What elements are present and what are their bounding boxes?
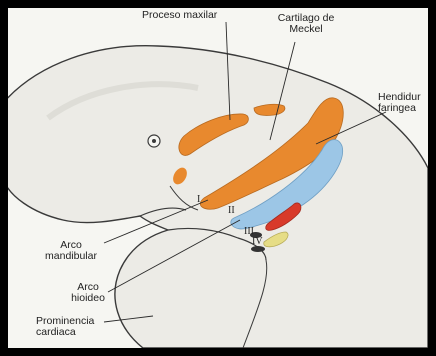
embryo-illustration: I II III IV Proceso maxilar Cartilago de… xyxy=(8,8,428,348)
label-cartilago-line2: Meckel xyxy=(266,24,346,35)
arch-numeral-iv: IV xyxy=(252,236,263,247)
label-cartilago-meckel: Cartilago de Meckel xyxy=(266,13,346,35)
label-prominencia-cardiaca: Prominencia cardiaca xyxy=(36,316,94,338)
label-hendidura-line2: faringea xyxy=(378,103,421,114)
label-arco-mandibular: Arco mandibular xyxy=(36,240,106,262)
label-hendidura-faringea: Hendidur faringea xyxy=(378,92,421,114)
label-proceso-maxilar-text: Proceso maxilar xyxy=(142,9,217,21)
label-arco-hioideo: Arco hioideo xyxy=(58,282,118,304)
label-arco-mandibular-line2: mandibular xyxy=(36,251,106,262)
label-arco-hioideo-line2: hioideo xyxy=(58,293,118,304)
label-prominencia-line2: cardiaca xyxy=(36,327,94,338)
arch-numeral-i: I xyxy=(197,194,200,205)
arch-numeral-ii: II xyxy=(228,205,235,216)
label-proceso-maxilar: Proceso maxilar xyxy=(142,10,217,21)
